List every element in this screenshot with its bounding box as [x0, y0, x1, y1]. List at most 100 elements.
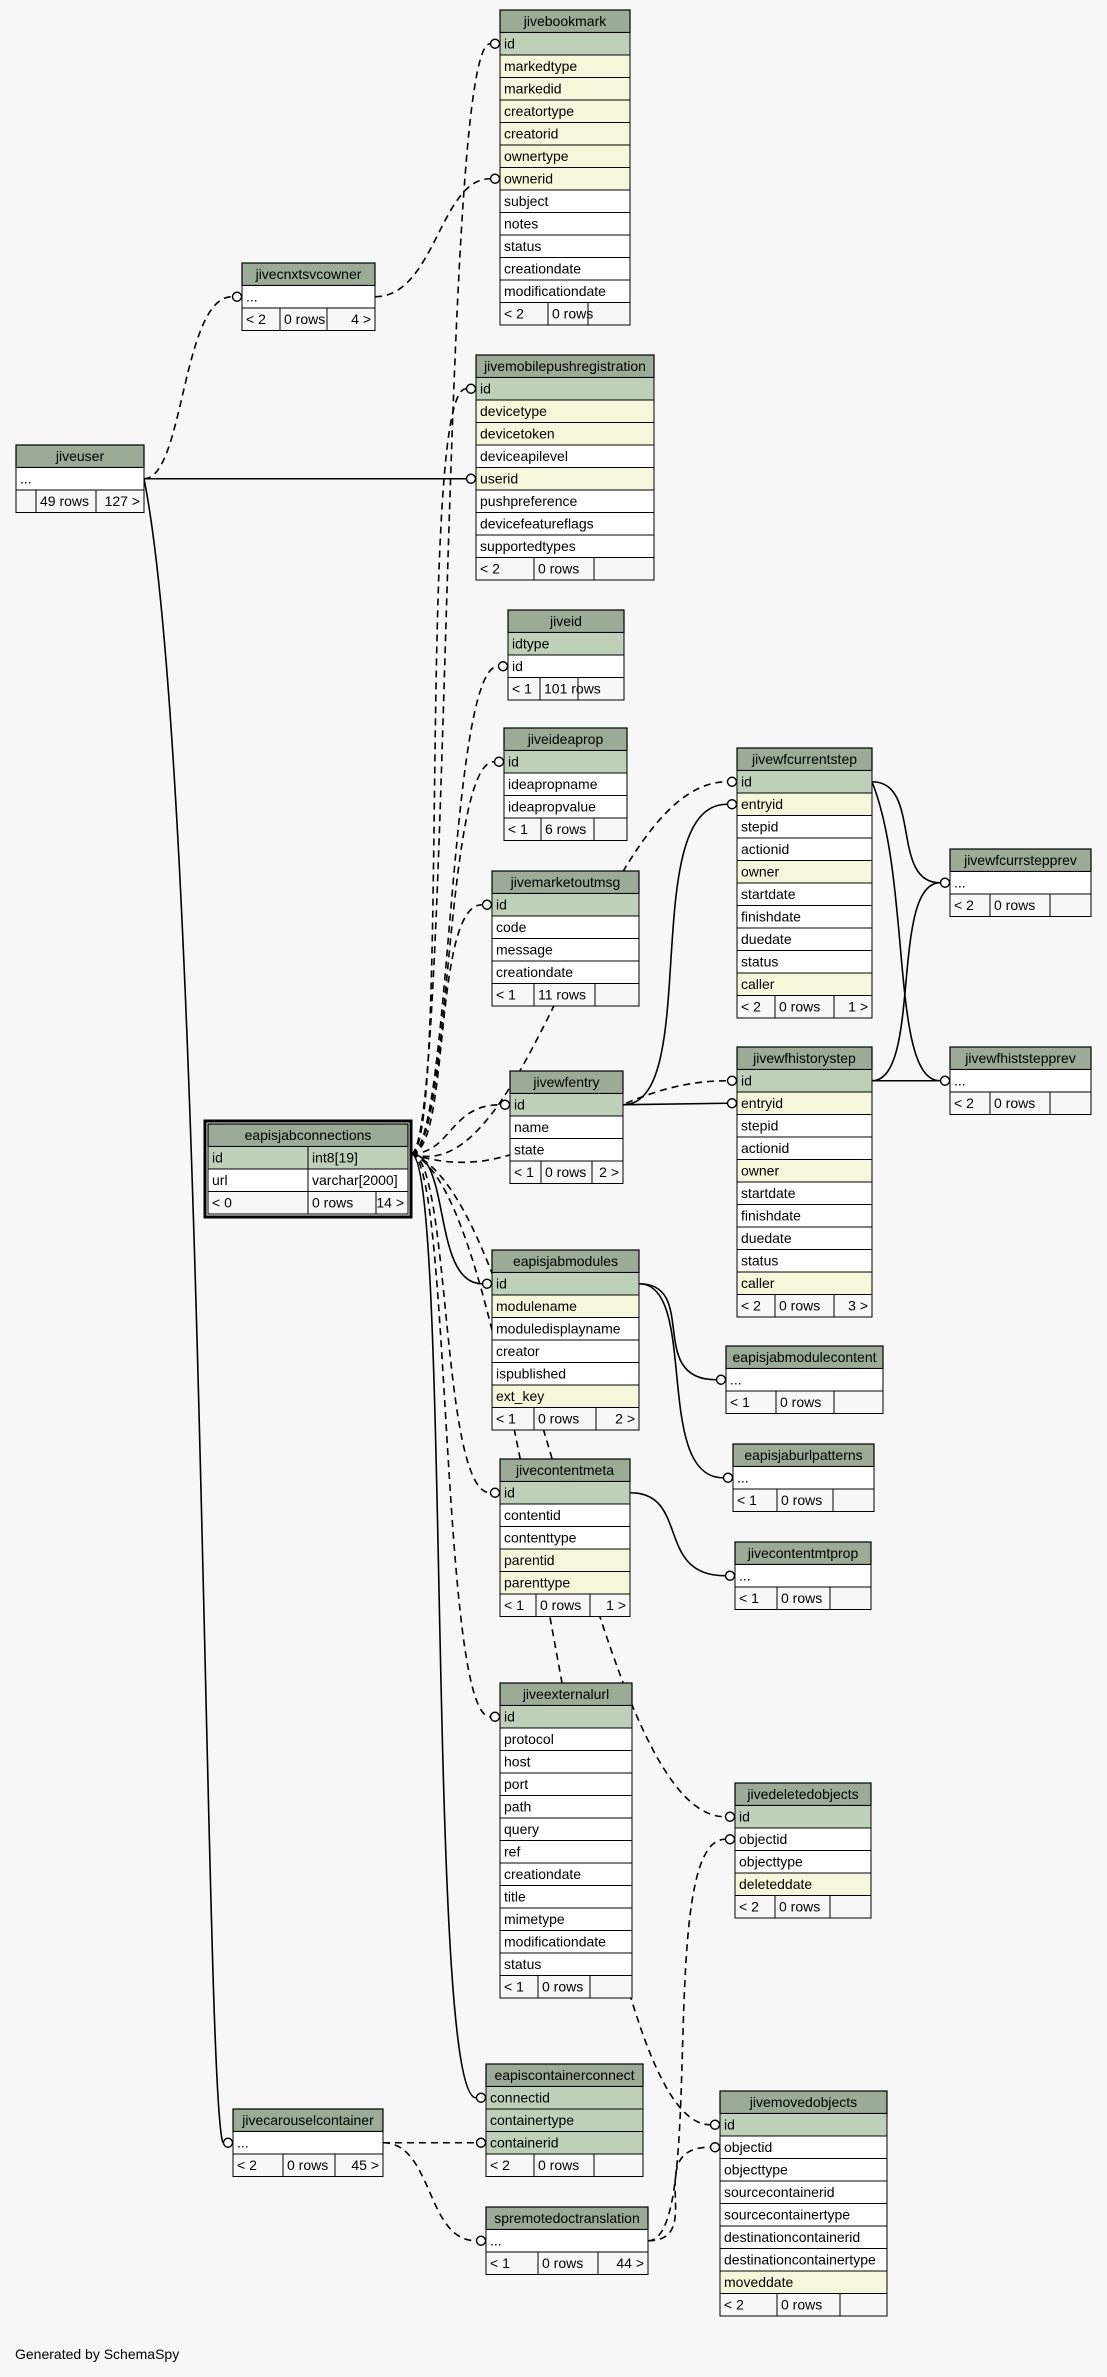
column-name: id [512, 658, 523, 674]
footer-children: 2 > [615, 1411, 635, 1427]
table-footer [732, 1488, 875, 1512]
table-jivecontentmeta[interactable]: jivecontentmetaidcontentidcontenttypepar… [499, 1458, 631, 1617]
column-name: caller [741, 1275, 775, 1291]
footer-parents: < 1 [737, 1492, 757, 1508]
relationship-edge [622, 803, 728, 1106]
column-name: id [504, 1485, 515, 1501]
table-eapiscontainerconnect[interactable]: eapiscontainerconnectconnectidcontainert… [485, 2063, 644, 2177]
table-eapisjabmodules[interactable]: eapisjabmodulesidmodulenamemoduledisplay… [491, 1249, 640, 1431]
footer-parents: < 1 [730, 1394, 750, 1410]
column-row [485, 2229, 649, 2253]
table-title: jivemobilepushregistration [483, 358, 646, 374]
column-name: caller [741, 976, 775, 992]
table-jivemobilepushregistration[interactable]: jivemobilepushregistrationiddevicetypede… [475, 354, 655, 581]
table-footer [485, 2153, 644, 2177]
column-name: id [504, 36, 515, 52]
footer-parents: < 2 [480, 561, 500, 577]
footer-row-count: 0 rows [312, 1195, 353, 1211]
zero-or-many-marker [465, 383, 477, 394]
relationship-edge [871, 781, 941, 1082]
footer-parents: < 2 [741, 1298, 761, 1314]
footer-parents: < 1 [496, 987, 516, 1003]
footer-row-count: 0 rows [287, 2157, 328, 2173]
column-name: actionid [741, 1140, 789, 1156]
table-jivebookmark[interactable]: jivebookmarkidmarkedtypemarkedidcreatort… [499, 9, 631, 326]
table-jivemovedobjects[interactable]: jivemovedobjectsidobjectidobjecttypesour… [719, 2090, 888, 2317]
footer-parents: < 1 [739, 1590, 759, 1606]
table-jiveideaprop[interactable]: jiveideapropidideapropnameideapropvalue<… [503, 727, 628, 841]
table-jivewfcurrentstep[interactable]: jivewfcurrentstepidentryidstepidactionid… [736, 747, 873, 1019]
table-title: jivebookmark [523, 13, 607, 29]
column-name: markedtype [504, 58, 577, 74]
table-title: jiveideaprop [527, 731, 604, 747]
footer-children: 1 > [606, 1597, 626, 1613]
table-jivewfhistorystep[interactable]: jivewfhistorystepidentryidstepidactionid… [736, 1046, 873, 1318]
relationship-edge [410, 387, 467, 1155]
column-name: ... [246, 289, 258, 305]
table-title: eapisjabmodules [513, 1253, 618, 1269]
zero-or-many-marker [709, 2142, 721, 2153]
column-name: idtype [512, 636, 550, 652]
zero-or-many-marker [475, 2235, 487, 2246]
relationship-edge [143, 295, 233, 480]
table-jivedeletedobjects[interactable]: jivedeletedobjectsidobjectidobjecttypede… [734, 1782, 872, 1919]
zero-or-many-marker [724, 1570, 736, 1581]
table-footer [949, 893, 1092, 917]
footer-parents: < 2 [724, 2297, 744, 2313]
column-row [949, 871, 1092, 895]
footer-children: 44 > [616, 2255, 644, 2271]
footer-parents: < 1 [496, 1411, 516, 1427]
column-name: containertype [490, 2112, 574, 2128]
column-name: modificationdate [504, 1934, 606, 1950]
zero-or-many-marker [709, 2119, 721, 2130]
column-name: protocol [504, 1731, 554, 1747]
column-row [734, 1805, 872, 1829]
zero-or-many-marker [939, 877, 951, 888]
table-footer [734, 1586, 872, 1610]
table-footer [734, 1895, 872, 1919]
table-title: jivewfentry [532, 1074, 599, 1090]
table-title: jivewfhistorystep [752, 1050, 856, 1066]
relationship-edge [647, 2146, 711, 2242]
zero-or-many-marker [497, 661, 509, 672]
column-name: devicefeatureflags [480, 516, 594, 532]
table-title: jiveid [549, 613, 582, 629]
column-name: ... [237, 2135, 249, 2151]
relationship-edge [622, 1102, 728, 1106]
column-name: id [504, 1709, 515, 1725]
zero-or-many-marker [465, 473, 477, 484]
footer-parents: < 2 [237, 2157, 257, 2173]
footer-row-count: 0 rows [994, 1095, 1035, 1111]
column-name: moduledisplayname [496, 1321, 621, 1337]
column-name: contentid [504, 1507, 561, 1523]
footer-children: 14 > [376, 1195, 404, 1211]
column-name: owner [741, 864, 779, 880]
relationship-edge [638, 1282, 724, 1479]
footer-row-count: 49 rows [40, 493, 89, 509]
column-name: creatortype [504, 103, 574, 119]
table-jiveexternalurl[interactable]: jiveexternalurlidprotocolhostportpathque… [499, 1682, 633, 1999]
column-name: id [212, 1150, 223, 1166]
column-name: name [514, 1119, 549, 1135]
relationship-edge [410, 42, 491, 1155]
column-row [15, 467, 145, 491]
column-name: ext_key [496, 1388, 544, 1404]
table-footer [475, 557, 655, 581]
footer-children: 3 > [848, 1298, 868, 1314]
column-type: varchar[2000] [312, 1172, 398, 1188]
table-jivemarketoutmsg[interactable]: jivemarketoutmsgidcodemessagecreationdat… [491, 870, 640, 1007]
column-row [499, 1705, 633, 1729]
table-title: jivedeletedobjects [746, 1786, 858, 1802]
